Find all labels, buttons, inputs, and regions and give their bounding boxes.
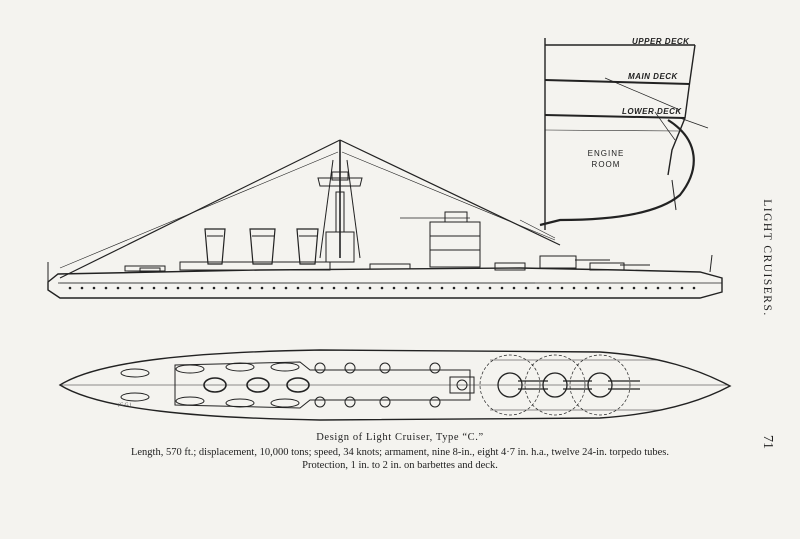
page-number-text: 71 [760,435,775,449]
builder-mark: (G.G.) [118,403,132,408]
upper-deck-label: UPPER DECK [632,37,690,46]
page-number: 71 [752,430,782,454]
plan-view-diagram [58,349,732,421]
caption-line-1: Length, 570 ft.; displacement, 10,000 to… [130,447,670,458]
lower-deck-label: LOWER DECK [622,107,682,116]
engine-room-label-line2: ROOM [591,160,621,169]
profile-view-diagram [47,139,723,299]
running-header-text: LIGHT CRUISERS. [761,199,773,317]
caption-line-2: Protection, 1 in. to 2 in. on barbettes … [302,460,498,471]
running-header: LIGHT CRUISERS. [752,198,782,318]
engine-room-label: ENGINE ROOM [576,148,636,170]
engine-room-label-line1: ENGINE [587,149,625,158]
midship-section-diagram [539,38,709,230]
figure-caption: Length, 570 ft.; displacement, 10,000 to… [0,446,800,472]
figure-title: Design of Light Cruiser, Type “C.” [316,432,484,443]
main-deck-label: MAIN DECK [628,72,678,81]
